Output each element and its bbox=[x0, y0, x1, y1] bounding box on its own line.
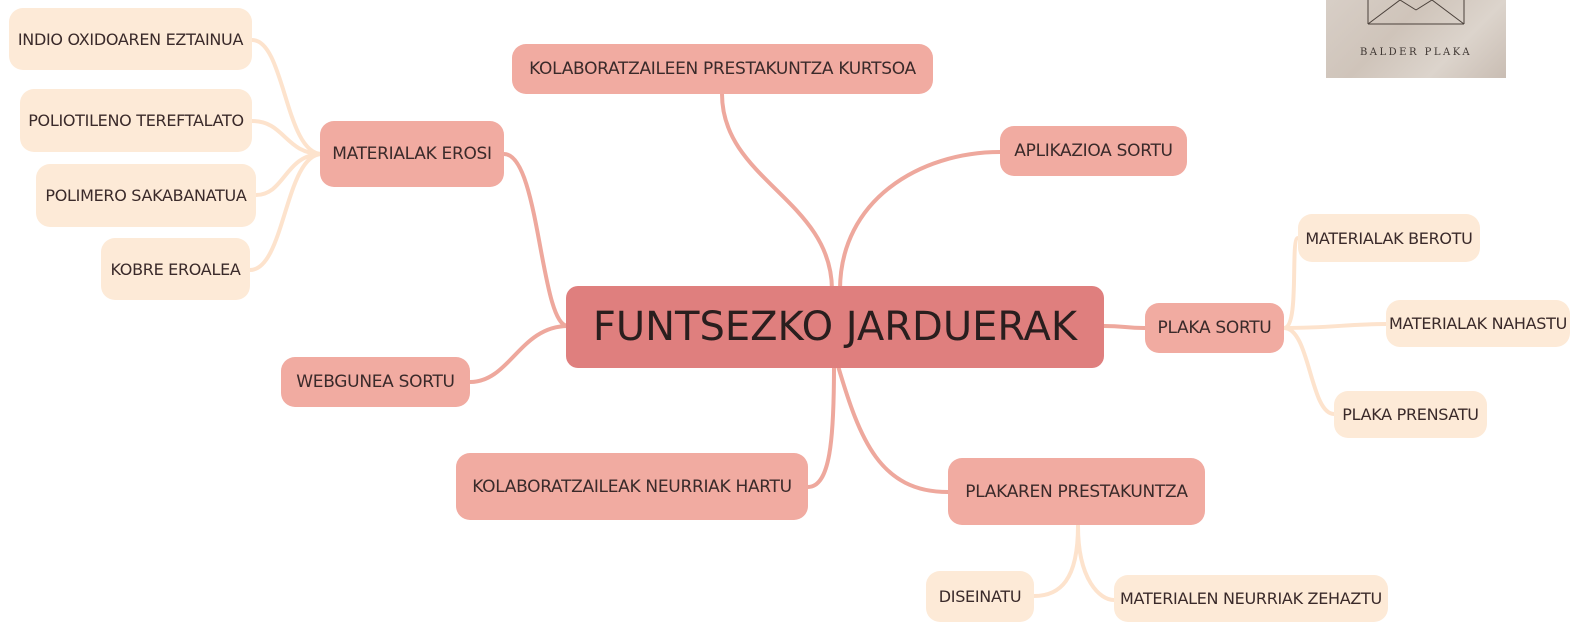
branch-aplikazioa[interactable]: APLIKAZIOA SORTU bbox=[1000, 126, 1187, 176]
link-poliotileno bbox=[250, 119, 324, 156]
balder-plaka-logo: BALDER PLAKA bbox=[1326, 0, 1506, 78]
link-zehaztu bbox=[1076, 524, 1116, 602]
link-kurtsoa bbox=[720, 92, 834, 292]
leaf-nahastu[interactable]: MATERIALAK NAHASTU bbox=[1386, 300, 1570, 347]
leaf-label: MATERIALAK BEROTU bbox=[1305, 228, 1473, 248]
branch-plaka-sortu[interactable]: PLAKA SORTU bbox=[1145, 303, 1284, 353]
branch-label: PLAKAREN PRESTAKUNTZA bbox=[965, 481, 1188, 502]
leaf-poliotileno[interactable]: POLIOTILENO TEREFTALATO bbox=[20, 89, 252, 152]
link-diseinatu bbox=[1032, 524, 1080, 598]
leaf-label: POLIOTILENO TEREFTALATO bbox=[28, 111, 244, 130]
link-materialak-erosi bbox=[502, 152, 570, 328]
link-webgunea bbox=[468, 324, 570, 384]
branch-webgunea[interactable]: WEBGUNEA SORTU bbox=[281, 357, 470, 407]
branch-neurriak-hartu[interactable]: KOLABORATZAILEAK NEURRIAK HARTU bbox=[456, 453, 808, 520]
link-polimero bbox=[254, 152, 324, 197]
branch-label: PLAKA SORTU bbox=[1157, 318, 1272, 338]
leaf-label: KOBRE EROALEA bbox=[110, 259, 241, 279]
leaf-kobre[interactable]: KOBRE EROALEA bbox=[101, 238, 250, 300]
leaf-label: POLIMERO SAKABANATUA bbox=[45, 186, 247, 205]
branch-plakaren-prestakuntza[interactable]: PLAKAREN PRESTAKUNTZA bbox=[948, 458, 1205, 525]
branch-label: APLIKAZIOA SORTU bbox=[1014, 141, 1173, 161]
leaf-diseinatu[interactable]: DISEINATU bbox=[926, 571, 1034, 622]
link-aplikazioa bbox=[838, 150, 1002, 292]
leaf-label: DISEINATU bbox=[938, 587, 1022, 606]
central-topic[interactable]: FUNTSEZKO JARDUERAK bbox=[566, 286, 1104, 368]
leaf-label: PLAKA PRENSATU bbox=[1342, 405, 1479, 424]
branch-materialak-erosi[interactable]: MATERIALAK EROSI bbox=[320, 121, 504, 187]
link-indio bbox=[250, 38, 324, 156]
logo-emblem-icon bbox=[1367, 0, 1465, 25]
leaf-label: INDIO OXIDOAREN EZTAINUA bbox=[17, 29, 244, 49]
leaf-zehaztu[interactable]: MATERIALEN NEURRIAK ZEHAZTU bbox=[1114, 575, 1388, 622]
branch-kurtsoa[interactable]: KOLABORATZAILEEN PRESTAKUNTZA KURTSOA bbox=[512, 44, 933, 94]
leaf-label: MATERIALEN NEURRIAK ZEHAZTU bbox=[1120, 589, 1382, 608]
branch-label: WEBGUNEA SORTU bbox=[296, 372, 455, 392]
link-plaka-sortu bbox=[1102, 324, 1147, 330]
leaf-indio[interactable]: INDIO OXIDOAREN EZTAINUA bbox=[9, 8, 252, 70]
link-berotu bbox=[1282, 236, 1300, 330]
branch-label: KOLABORATZAILEEN PRESTAKUNTZA KURTSOA bbox=[529, 59, 916, 79]
link-plakaren-prestakuntza bbox=[836, 364, 950, 494]
leaf-label: MATERIALAK NAHASTU bbox=[1388, 314, 1568, 333]
branch-label: KOLABORATZAILEAK NEURRIAK HARTU bbox=[472, 476, 792, 497]
leaf-berotu[interactable]: MATERIALAK BEROTU bbox=[1298, 214, 1480, 262]
link-neurriak-hartu bbox=[806, 364, 836, 489]
logo-text: BALDER PLAKA bbox=[1359, 47, 1473, 58]
link-prensatu bbox=[1282, 326, 1336, 416]
link-kobre bbox=[248, 152, 324, 272]
branch-label: MATERIALAK EROSI bbox=[332, 144, 492, 164]
central-topic-label: FUNTSEZKO JARDUERAK bbox=[592, 304, 1078, 350]
leaf-prensatu[interactable]: PLAKA PRENSATU bbox=[1334, 391, 1487, 438]
leaf-polimero[interactable]: POLIMERO SAKABANATUA bbox=[36, 164, 256, 227]
link-nahastu bbox=[1282, 322, 1388, 330]
